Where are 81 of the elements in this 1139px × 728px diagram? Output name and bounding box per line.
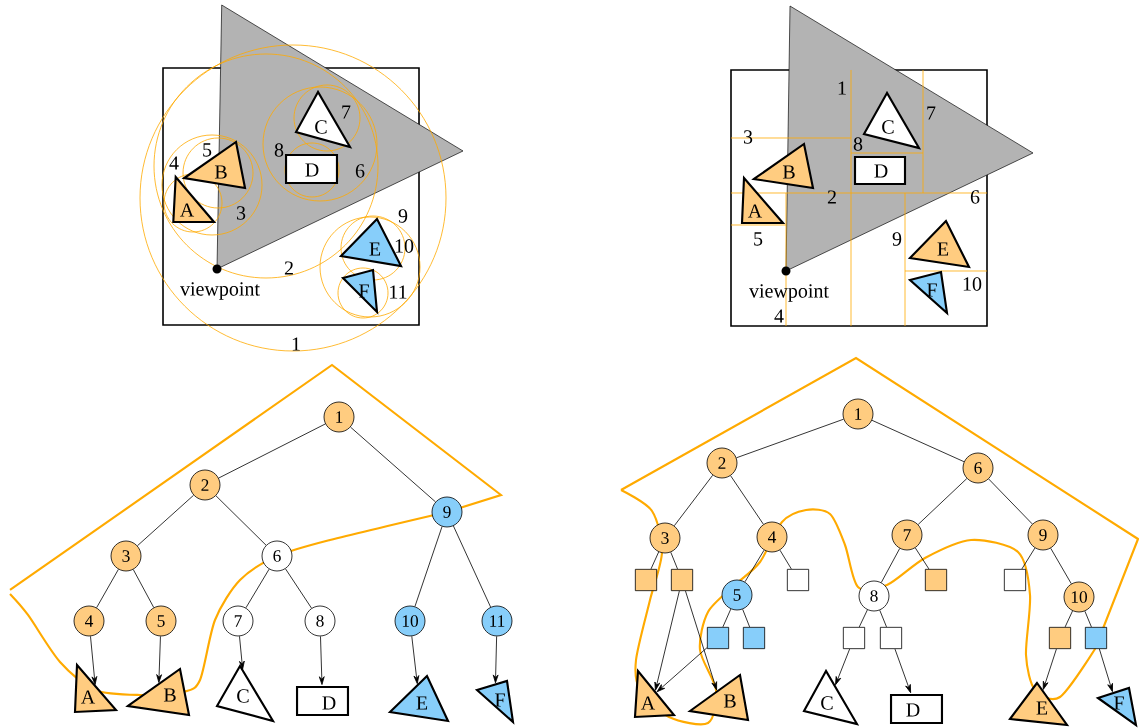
tree-edge <box>744 549 765 583</box>
tree-edge <box>96 569 119 608</box>
leaf-square <box>924 568 948 592</box>
tree-edge <box>871 419 965 463</box>
tree-edge <box>670 551 678 570</box>
callout-number: 1 <box>292 337 300 351</box>
callout-number: 7 <box>927 106 936 120</box>
callout-number: 8 <box>853 137 863 151</box>
tree-edge <box>414 526 443 607</box>
leaf-square <box>1003 568 1027 592</box>
tree-edge <box>722 608 732 628</box>
leaf-square <box>1048 626 1072 650</box>
arrow <box>1099 648 1113 692</box>
arrow <box>318 636 325 685</box>
triangle: E <box>907 219 971 269</box>
callout-number: 11 <box>390 285 407 299</box>
tree-edge <box>736 418 844 459</box>
tree-edge <box>858 609 868 628</box>
tree-edge <box>917 478 968 525</box>
arrow <box>492 636 499 684</box>
tree-edge <box>988 478 1033 525</box>
leaf-square <box>634 568 658 592</box>
callout-number: 9 <box>892 232 902 246</box>
rectangle: D <box>284 153 339 185</box>
callout-number: 7 <box>342 105 351 119</box>
callout-number: 6 <box>970 190 980 204</box>
arrow <box>90 635 98 685</box>
rectangle: D <box>889 693 944 725</box>
viewpoint-label: viewpoint <box>180 282 260 300</box>
leaf-square <box>706 626 730 650</box>
callout-number: 3 <box>236 206 246 220</box>
tree-edge <box>673 474 714 527</box>
tree-edge <box>1021 547 1036 570</box>
tree-edge <box>742 608 751 628</box>
arrow <box>654 590 680 691</box>
tree-edge <box>779 549 792 570</box>
tree-edge <box>215 495 267 546</box>
arrow <box>894 648 912 694</box>
tree-edge <box>650 551 660 570</box>
arrow <box>656 647 708 693</box>
tree-edge <box>218 423 326 479</box>
callout-number: 4 <box>774 309 784 323</box>
triangle: E <box>387 674 450 723</box>
leaf-square <box>842 626 866 650</box>
tree-edge <box>350 426 436 503</box>
callout-number: 5 <box>754 232 763 246</box>
arrow <box>156 636 162 683</box>
arrow <box>239 635 245 670</box>
leaf-square <box>742 626 766 650</box>
callout-number: 3 <box>743 130 753 144</box>
callout-number: 5 <box>203 143 212 157</box>
tree-edge <box>245 568 270 609</box>
tree-edge <box>132 569 155 608</box>
tree-edge <box>880 548 901 583</box>
tree-edge <box>137 494 194 547</box>
tree-edge <box>1064 610 1073 628</box>
tree-edge <box>730 475 764 525</box>
callout-number: 4 <box>169 156 179 170</box>
tree-edge <box>285 568 312 609</box>
arrow <box>1042 648 1057 690</box>
tree-edge <box>879 609 887 628</box>
rectangle: D <box>295 685 350 717</box>
callout-number: 2 <box>827 190 836 204</box>
callout-number: 6 <box>355 164 365 178</box>
callout-number: 10 <box>963 277 982 291</box>
callout-number: 8 <box>274 143 284 157</box>
arrow <box>685 590 717 691</box>
arrow <box>411 635 420 685</box>
leaf-square <box>1084 626 1108 650</box>
tree-edge <box>914 547 930 570</box>
callout-number: 2 <box>284 261 293 275</box>
tree-edge <box>1084 610 1092 628</box>
viewpoint-label: viewpoint <box>749 284 829 302</box>
tree-edge <box>453 525 491 608</box>
tree-edge <box>1050 547 1072 585</box>
leaf-square <box>670 568 694 592</box>
arrow <box>835 648 851 686</box>
rectangle: D <box>853 155 907 186</box>
leaf-square <box>879 626 903 650</box>
callout-number: 1 <box>838 81 846 95</box>
leaf-square <box>786 568 810 592</box>
